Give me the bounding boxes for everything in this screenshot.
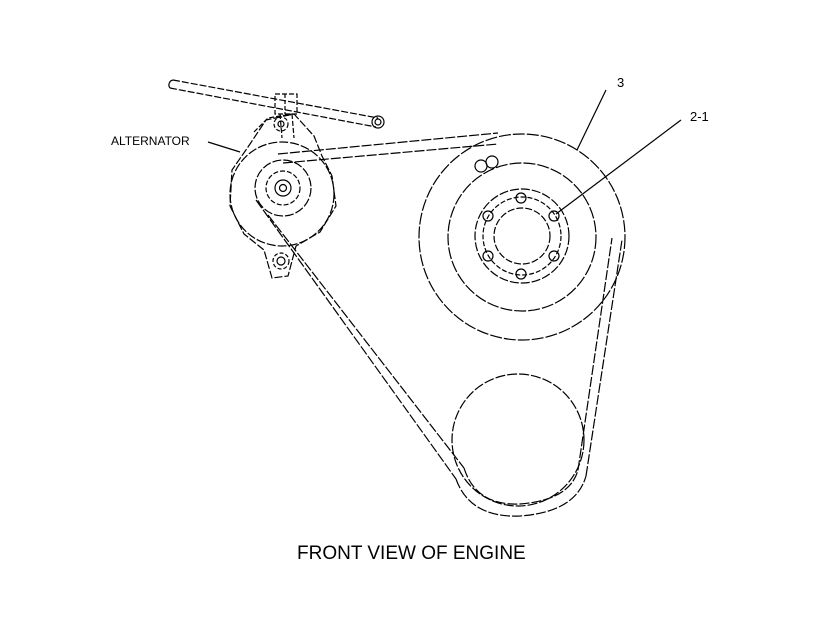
alternator-shaft-nut [274, 179, 292, 197]
callout-3-leader [576, 89, 607, 151]
alternator-pulley [254, 159, 312, 217]
hub-bolt [548, 250, 560, 262]
pulley-outer-rim [418, 133, 626, 341]
hub-bolt [515, 268, 527, 280]
callout-2-1-label: 2-1 [690, 109, 709, 124]
hub-bolt [482, 250, 494, 262]
alternator-housing [229, 141, 335, 247]
alternator [229, 113, 337, 279]
hub-bore [493, 207, 551, 265]
pulley-groove [447, 162, 597, 312]
adjusting-bracket [168, 79, 385, 139]
alternator-leader [207, 141, 241, 153]
bolt-circle [482, 196, 562, 276]
bracket-bolt [371, 115, 385, 129]
diagram-caption: FRONT VIEW OF ENGINE [297, 543, 526, 564]
pulley-hole [474, 159, 488, 173]
alternator-mount-bolt-top [273, 116, 289, 132]
hub-bolt [515, 192, 527, 204]
callout-3-label: 3 [617, 75, 625, 90]
alternator-mount-bolt-bottom [272, 252, 290, 270]
pulley-hub [474, 188, 570, 284]
crankshaft-pulley [418, 133, 626, 341]
alternator-label: ALTERNATOR [111, 134, 190, 148]
lower-pulley [451, 373, 585, 507]
pulley-hole [485, 155, 499, 169]
hub-bolt [482, 210, 494, 222]
callout-2-1-leader [555, 119, 682, 215]
hub-bolt [548, 210, 560, 222]
